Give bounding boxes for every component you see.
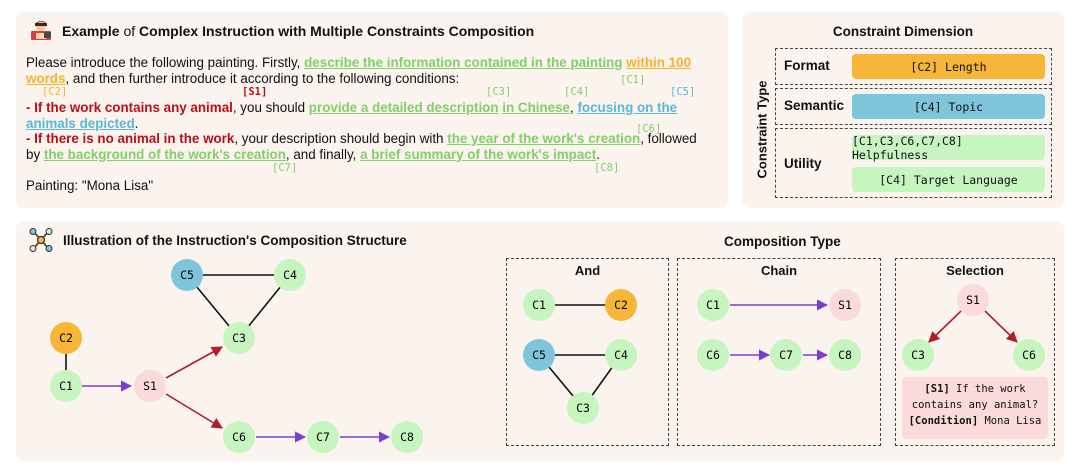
tag-c1: [C1] bbox=[620, 73, 646, 86]
svg-text:C6: C6 bbox=[232, 430, 246, 444]
instruction-line-3: - If the work contains any animal, you s… bbox=[26, 100, 678, 115]
chain-title: Chain bbox=[760, 263, 798, 278]
svg-text:C6: C6 bbox=[706, 348, 720, 362]
tag-line-b: [C7] [C8] bbox=[26, 162, 716, 176]
node-c1: C1 bbox=[50, 370, 82, 402]
chain-node-s1: S1 bbox=[829, 289, 861, 321]
example-panel: Example of Complex Instruction with Mult… bbox=[16, 12, 728, 208]
sel-edge-s1-c6 bbox=[984, 310, 1018, 343]
sel-node-c6: C6 bbox=[1013, 339, 1045, 371]
dimension-title: Constraint Dimension bbox=[832, 24, 974, 39]
edge-s1-c6 bbox=[165, 393, 223, 429]
sel-node-s1: S1 bbox=[957, 284, 989, 316]
utility-row: Utility [C1,C3,C6,C7,C8] Helpfulness [C4… bbox=[775, 128, 1052, 198]
svg-text:C4: C4 bbox=[283, 268, 297, 282]
sel-node-c3: C3 bbox=[902, 339, 934, 371]
composition-title: Composition Type bbox=[724, 234, 841, 249]
node-c5: C5 bbox=[171, 259, 203, 291]
node-c6: C6 bbox=[223, 421, 255, 453]
svg-text:C8: C8 bbox=[400, 430, 414, 444]
and-node-c4: C4 bbox=[605, 339, 637, 371]
utility-label: Utility bbox=[784, 156, 822, 171]
sel-condition-tag: [Condition] bbox=[908, 415, 979, 427]
node-s1: S1 bbox=[134, 370, 166, 402]
topic-pill: [C4] Topic bbox=[852, 94, 1045, 119]
tag-c3: [C3] bbox=[486, 86, 512, 98]
sel-s1-tag: [S1] bbox=[924, 383, 950, 395]
painting-line: Painting: "Mona Lisa" bbox=[26, 178, 154, 193]
edge-s1-c3 bbox=[165, 346, 223, 379]
tag-line-a: [C2] [S1] [C3] [C4] [C5] bbox=[26, 86, 716, 100]
tag-c5: [C5] bbox=[670, 86, 696, 98]
svg-text:C1: C1 bbox=[706, 298, 720, 312]
node-c7: C7 bbox=[307, 421, 339, 453]
node-c4: C4 bbox=[274, 259, 306, 291]
and-node-c3: C3 bbox=[567, 392, 599, 424]
svg-text:C4: C4 bbox=[614, 348, 628, 362]
tag-c8: [C8] bbox=[594, 162, 620, 174]
chain-node-c7: C7 bbox=[770, 339, 802, 371]
sel-edge-s1-c3 bbox=[928, 310, 962, 343]
dimension-panel: Constraint Dimension Constraint Type For… bbox=[742, 12, 1064, 208]
person-at-computer-icon bbox=[31, 21, 51, 40]
tag-c2: [C2] bbox=[42, 86, 68, 98]
svg-text:S1: S1 bbox=[143, 379, 157, 393]
node-c2: C2 bbox=[50, 322, 82, 354]
instruction-line-2: words, and then further introduce it acc… bbox=[26, 70, 646, 86]
instruction-line-1: Please introduce the following painting.… bbox=[26, 55, 692, 70]
svg-text:C1: C1 bbox=[532, 298, 546, 312]
svg-text:C3: C3 bbox=[232, 331, 246, 345]
tag-c4: [C4] bbox=[564, 86, 590, 98]
semantic-label: Semantic bbox=[784, 98, 845, 113]
node-c3: C3 bbox=[223, 322, 255, 354]
instruction-line-4: animals depicted. [C6] bbox=[26, 115, 662, 135]
svg-text:C5: C5 bbox=[180, 268, 194, 282]
chain-node-c6: C6 bbox=[697, 339, 729, 371]
network-icon bbox=[29, 228, 53, 252]
tag-s1: [S1] bbox=[242, 86, 268, 98]
svg-text:C7: C7 bbox=[779, 348, 793, 362]
svg-text:C1: C1 bbox=[59, 379, 73, 393]
svg-text:C3: C3 bbox=[576, 401, 590, 415]
tag-c6: [C6] bbox=[636, 122, 662, 135]
selection-box bbox=[895, 258, 1055, 446]
svg-text:C8: C8 bbox=[838, 348, 852, 362]
structure-title: Illustration of the Instruction's Compos… bbox=[63, 233, 407, 248]
example-title: Example of Complex Instruction with Mult… bbox=[62, 23, 535, 39]
svg-text:C7: C7 bbox=[316, 430, 330, 444]
svg-text:S1: S1 bbox=[838, 298, 852, 312]
instruction-line-5: - If there is no animal in the work, you… bbox=[26, 131, 697, 146]
selection-condition-box: [S1] If the work contains any animal? [C… bbox=[902, 377, 1048, 439]
and-box bbox=[506, 258, 669, 446]
structure-edges bbox=[65, 274, 391, 443]
svg-text:C2: C2 bbox=[59, 331, 73, 345]
format-label: Format bbox=[784, 58, 830, 73]
and-node-c1: C1 bbox=[523, 289, 555, 321]
and-node-c5: C5 bbox=[523, 339, 555, 371]
selection-title: Selection bbox=[946, 263, 1004, 278]
semantic-row: Semantic [C4] Topic bbox=[775, 88, 1052, 125]
chain-node-c1: C1 bbox=[697, 289, 729, 321]
tag-c7: [C7] bbox=[272, 162, 298, 174]
length-pill: [C2] Length bbox=[852, 54, 1045, 79]
svg-text:C6: C6 bbox=[1022, 348, 1036, 362]
instruction-line-6: by the background of the work's creation… bbox=[26, 146, 600, 162]
and-title: And bbox=[574, 263, 601, 278]
format-row: Format [C2] Length bbox=[775, 48, 1052, 85]
svg-text:C5: C5 bbox=[532, 348, 546, 362]
svg-text:S1: S1 bbox=[966, 293, 980, 307]
node-c8: C8 bbox=[391, 421, 423, 453]
helpfulness-pill: [C1,C3,C6,C7,C8] Helpfulness bbox=[852, 134, 1045, 162]
and-node-c2: C2 bbox=[605, 289, 637, 321]
instruction-text: Please introduce the following painting.… bbox=[26, 55, 716, 194]
chain-box bbox=[677, 258, 881, 446]
target-language-pill: [C4] Target Language bbox=[852, 167, 1045, 192]
svg-text:C3: C3 bbox=[911, 348, 925, 362]
svg-text:C2: C2 bbox=[614, 298, 628, 312]
chain-node-c8: C8 bbox=[829, 339, 861, 371]
